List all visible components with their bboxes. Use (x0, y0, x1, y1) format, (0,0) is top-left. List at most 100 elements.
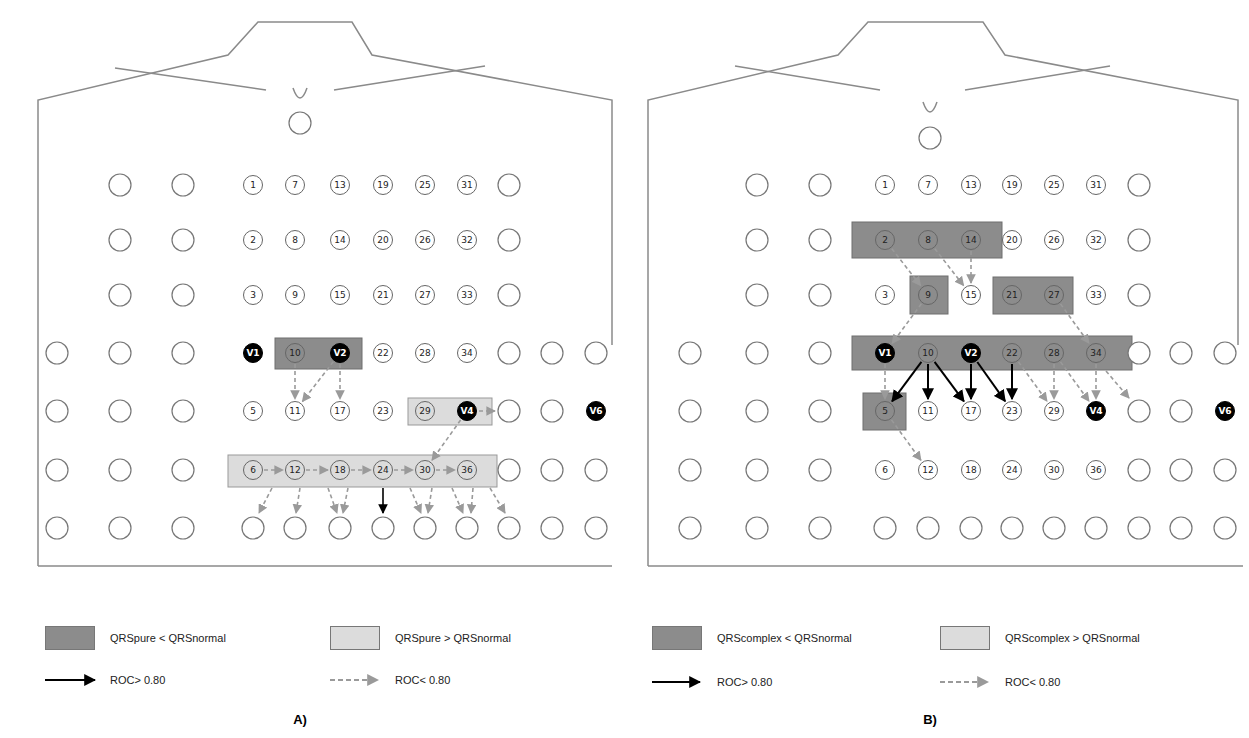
electrode-circle: 3 (243, 285, 263, 305)
arrow-connector (1053, 364, 1055, 399)
electrode-number: 31 (461, 180, 472, 190)
electrode-number: 19 (377, 180, 388, 190)
electrode-number: 21 (377, 290, 388, 300)
electrode-circle: 15 (330, 285, 350, 305)
electrode-circle: 26 (1044, 230, 1064, 250)
electrode-number: 22 (1006, 348, 1017, 358)
electrode-circle (746, 284, 768, 306)
electrode-circle (809, 174, 831, 196)
electrode-circle (172, 517, 194, 539)
electrode-circle: 32 (1086, 230, 1106, 250)
electrode-circle (1170, 342, 1192, 364)
torso-outline (648, 22, 1243, 566)
arrow-connector (1019, 362, 1048, 401)
electrode-number: V6 (1218, 406, 1231, 416)
electrode-circle: 20 (373, 230, 393, 250)
electrode-number: V1 (878, 348, 891, 358)
electrode-circle (46, 400, 68, 422)
electrode-circle: 1 (875, 175, 895, 195)
group-light (228, 455, 497, 487)
electrode-circle (498, 459, 520, 481)
electrode-circle: 7 (285, 175, 305, 195)
electrode-number: 9 (292, 290, 298, 300)
electrode-circle (172, 400, 194, 422)
arrow-connector (892, 420, 921, 460)
electrode-circle (498, 229, 520, 251)
electrode-number: 1 (250, 180, 256, 190)
legend-text: QRSpure > QRSnormal (395, 631, 511, 645)
electrode-number: 5 (882, 406, 888, 416)
electrode-circle (109, 342, 131, 364)
legend-text: QRScomplex > QRSnormal (1005, 631, 1140, 645)
electrode-number: 26 (419, 235, 430, 245)
electrode-circle: 34 (457, 343, 477, 363)
electrode-circle (809, 284, 831, 306)
electrode-circle (498, 284, 520, 306)
electrode-circle: 28 (415, 343, 435, 363)
electrode-number: 3 (882, 290, 888, 300)
electrode-number: 34 (461, 348, 472, 358)
electrode-circle: 2 (243, 230, 263, 250)
electrode-number: 3 (250, 290, 256, 300)
electrode-circle: 11 (918, 401, 938, 421)
electrode-circle (1128, 517, 1150, 539)
electrode-circle: 1 (243, 175, 263, 195)
electrode-circle (1170, 459, 1192, 481)
arrow-connector (884, 364, 886, 399)
electrode-circle: 19 (373, 175, 393, 195)
electrode-circle (679, 517, 701, 539)
electrode-circle: 21 (373, 285, 393, 305)
electrode-circle (917, 517, 939, 539)
torso-outline (38, 22, 612, 566)
electrode-circle: V2 (330, 343, 350, 363)
arrow-connector (892, 249, 921, 286)
electrode-number: 17 (965, 406, 976, 416)
electrode-circle (874, 517, 896, 539)
electrode-circle (172, 459, 194, 481)
electrode-number: 6 (250, 465, 256, 475)
arrow-connector (1061, 362, 1090, 401)
electrode-circle: 3 (875, 285, 895, 305)
electrode-number: 34 (1090, 348, 1101, 358)
electrode-circle (746, 342, 768, 364)
electrode-circle: 29 (1044, 401, 1064, 421)
electrode-circle: 19 (1002, 175, 1022, 195)
electrode-circle: 9 (918, 285, 938, 305)
electrode-number: 24 (1006, 465, 1017, 475)
electrode-number: 30 (419, 465, 430, 475)
electrode-number: 8 (925, 235, 931, 245)
electrode-circle (414, 517, 436, 539)
legend-line-sample (45, 680, 988, 682)
electrode-circle (1128, 459, 1150, 481)
electrode-circle (1170, 517, 1192, 539)
electrode-number: 20 (377, 235, 388, 245)
legend-text: QRSpure < QRSnormal (110, 631, 226, 645)
electrode-circle (172, 342, 194, 364)
legend-text: ROC> 0.80 (717, 675, 772, 689)
electrode-circle (46, 459, 68, 481)
electrode-number: 18 (965, 465, 976, 475)
electrode-number: 5 (250, 406, 256, 416)
electrode-number: 31 (1090, 180, 1101, 190)
electrode-number: V4 (460, 406, 473, 416)
electrode-number: 11 (289, 406, 300, 416)
electrode-number: 18 (334, 465, 345, 475)
electrode-circle (809, 229, 831, 251)
electrode-number: 2 (882, 235, 888, 245)
electrode-circle (541, 342, 563, 364)
electrode-circle: 24 (1002, 460, 1022, 480)
arrow-connector (1095, 364, 1097, 399)
electrode-number: 8 (292, 235, 298, 245)
arrow-connector (892, 304, 921, 344)
electrode-number: 29 (419, 406, 430, 416)
electrode-circle: 5 (243, 401, 263, 421)
electrode-number: 13 (965, 180, 976, 190)
electrode-circle: 33 (457, 285, 477, 305)
arrow-connector (977, 362, 1005, 401)
electrode-circle (809, 400, 831, 422)
panel-label: B) (923, 712, 937, 728)
electrode-number: 7 (925, 180, 931, 190)
electrode-circle (679, 342, 701, 364)
electrode-circle: 21 (1002, 285, 1022, 305)
electrode-number: 36 (1090, 465, 1101, 475)
